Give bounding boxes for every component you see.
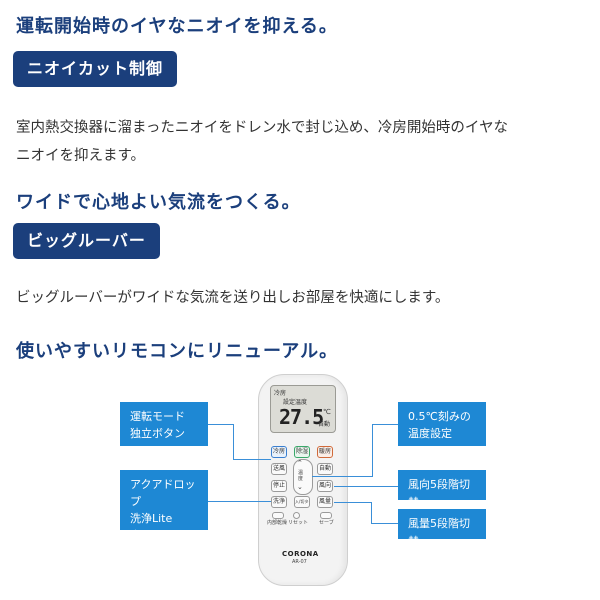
remote-lcd: 冷房 設定温度 27.5 ℃ 自動 <box>270 385 336 433</box>
temp-label: 温度 <box>298 470 304 482</box>
section1-badge: ニオイカット制御 <box>13 51 178 87</box>
callout-mode-line1: 運転モード <box>130 410 185 423</box>
connector-direction <box>334 486 398 487</box>
connector-volume-h1 <box>334 502 372 503</box>
save-label: セーブ <box>319 520 334 526</box>
model-label: AR-07 <box>292 559 307 565</box>
cool-mode-button[interactable]: 冷房 <box>271 446 287 458</box>
volume-button[interactable]: 風量 <box>317 496 333 508</box>
inner-dry-label: 内部乾燥 <box>267 520 288 526</box>
callout-aqua-line3: 専用ボタン <box>130 529 185 542</box>
direction-button[interactable]: 風向 <box>317 480 333 492</box>
reset-label: リセット <box>288 520 309 526</box>
connector-temp-h1 <box>372 424 398 425</box>
callout-aqua-line2: 洗浄Lite <box>130 512 173 525</box>
temp-up-icon[interactable]: ⌃ <box>297 459 303 467</box>
callout-aqua-line1: アクアドロップ <box>130 478 196 508</box>
stop-button[interactable]: 停止 <box>271 480 287 492</box>
connector-mode-h1 <box>208 424 234 425</box>
callout-temp-line2: 温度設定 <box>408 427 452 440</box>
callout-mode-buttons: 運転モード 独立ボタン <box>120 402 208 446</box>
inner-dry-button[interactable] <box>272 512 284 519</box>
connector-volume-h2 <box>371 523 398 524</box>
callout-aqua-drop: アクアドロップ 洗浄Lite 専用ボタン <box>120 470 208 542</box>
callout-mode-line2: 独立ボタン <box>130 427 185 440</box>
section2-text: ビッグルーバーがワイドな気流を送り出しお部屋を快適にします。 <box>16 290 450 306</box>
save-button[interactable] <box>320 512 332 519</box>
temp-down-icon[interactable]: ⌄ <box>297 483 303 491</box>
callout-volume: 風量5段階切替 <box>398 509 486 548</box>
section3-heading: 使いやすいリモコンにリニューアル。 <box>16 341 339 362</box>
connector-temp-v <box>372 424 373 476</box>
sleep-timer-button[interactable]: 入/切タイマー <box>294 496 310 508</box>
heat-mode-button[interactable]: 暖房 <box>317 446 333 458</box>
lcd-temperature: 27.5 <box>279 405 324 429</box>
callout-temp-line1: 0.5℃刻みの <box>408 410 471 423</box>
brand-logo: CORONA <box>282 550 319 558</box>
callout-temperature: 0.5℃刻みの 温度設定 <box>398 402 486 446</box>
clean-button[interactable]: 洗浄 <box>271 496 287 508</box>
connector-aqua <box>208 501 271 502</box>
fan-mode-button[interactable]: 送風 <box>271 463 287 475</box>
connector-volume-v <box>371 502 372 524</box>
section2-badge: ビッグルーバー <box>13 223 160 259</box>
section1-text-line2: ニオイを抑えます。 <box>16 148 146 164</box>
section1-text-line1: 室内熱交換器に溜まったニオイをドレン水で封じ込め、冷房開始時のイヤな <box>16 120 508 136</box>
reset-button[interactable] <box>293 512 300 519</box>
lcd-unit: ℃ <box>323 408 331 416</box>
connector-temp-h2 <box>312 476 373 477</box>
temperature-rocker[interactable] <box>293 459 313 495</box>
section2-heading: ワイドで心地よい気流をつくる。 <box>16 192 301 213</box>
connector-mode-v <box>233 424 234 460</box>
lcd-mode-label: 冷房 <box>274 390 287 397</box>
auto-mode-button[interactable]: 自動 <box>317 463 333 475</box>
connector-mode-h2 <box>233 459 271 460</box>
lcd-sub-label: 設定温度 <box>283 399 308 406</box>
callout-direction: 風向5段階切替 <box>398 470 486 509</box>
section1-heading: 運転開始時のイヤなニオイを抑える。 <box>16 16 338 37</box>
lcd-side-label: 自動 <box>318 421 331 428</box>
dry-mode-button[interactable]: 除湿 <box>294 446 310 458</box>
